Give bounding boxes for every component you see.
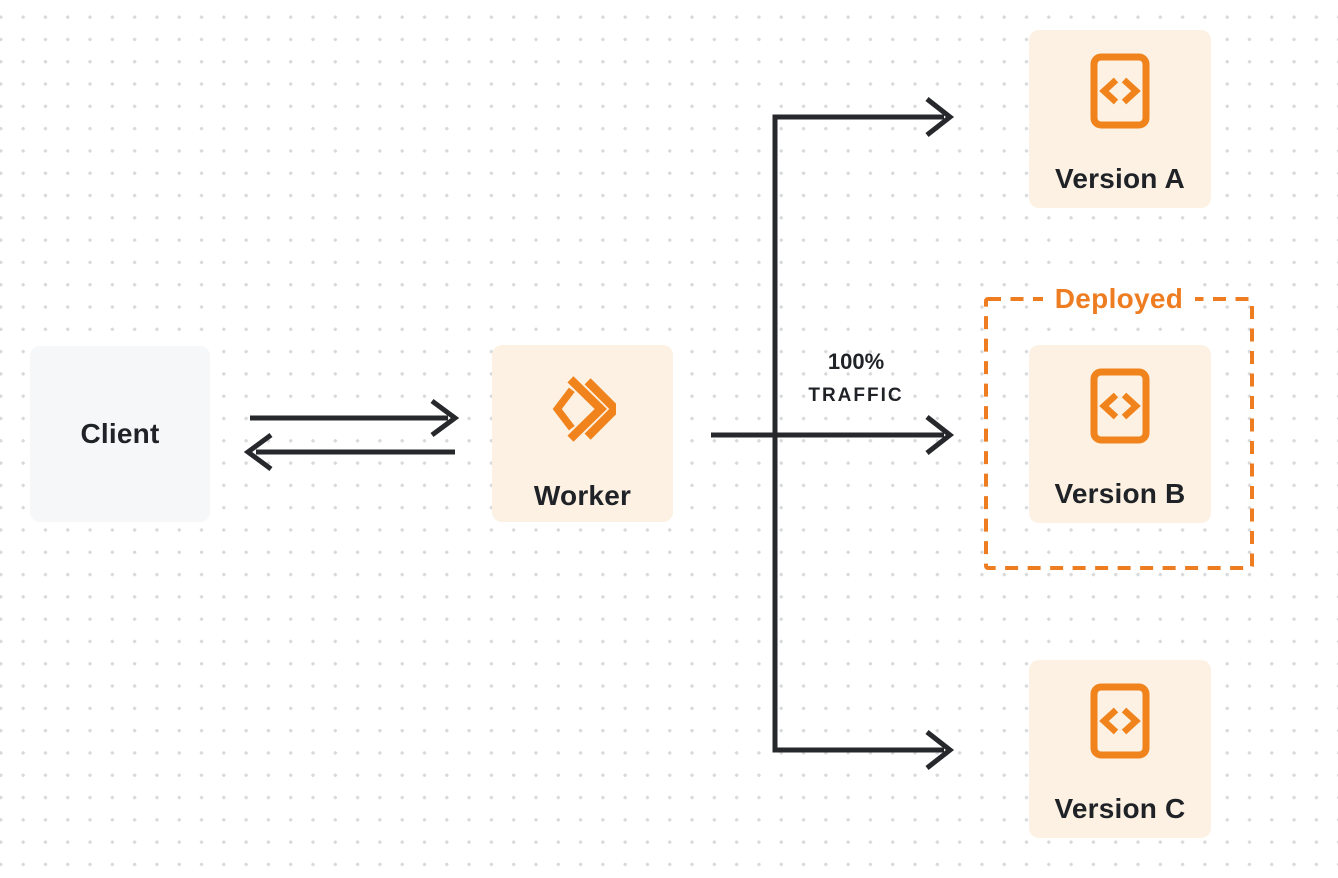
client-node: Client — [30, 346, 210, 522]
worker-label: Worker — [533, 480, 632, 511]
version-c-label: Version C — [1054, 793, 1186, 824]
code-file-icon — [1090, 368, 1150, 449]
client-label: Client — [80, 418, 160, 449]
arrow-to-version-c-head — [925, 730, 955, 770]
deployed-dashed-region — [984, 297, 1254, 570]
version-b-label: Version B — [1054, 478, 1186, 509]
code-file-icon — [1090, 53, 1150, 134]
arrow-to-version-b-head — [925, 415, 955, 455]
worker-node: Worker — [492, 345, 673, 522]
code-file-icon — [1090, 683, 1150, 764]
version-b-node: Version B — [1029, 345, 1211, 523]
workers-logo-icon — [550, 372, 621, 451]
arrow-to-version-a-head — [925, 97, 955, 137]
version-a-node: Version A — [1029, 30, 1211, 208]
version-c-node: Version C — [1029, 660, 1211, 838]
arrow-worker-to-client-head — [243, 432, 273, 472]
version-a-label: Version A — [1055, 163, 1185, 194]
arrow-client-to-worker-head — [430, 398, 460, 438]
